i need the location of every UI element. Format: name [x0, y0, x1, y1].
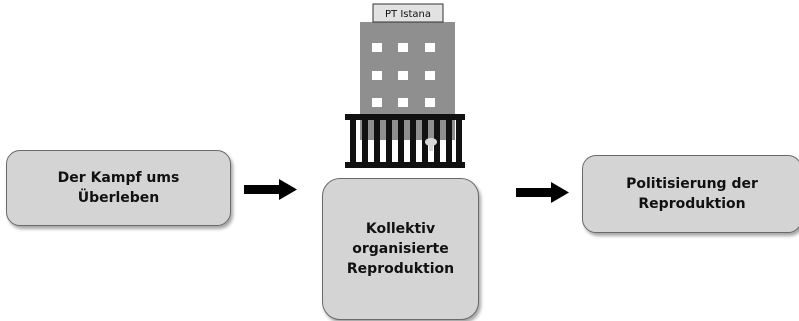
box-left-label: Der Kampf ums Überleben — [57, 170, 180, 206]
arrow-left-to-center — [244, 179, 297, 200]
building-windows — [372, 43, 435, 107]
building-sign — [372, 3, 444, 23]
box-politicization-reproduction: Politisierung der Reproduktion — [582, 155, 799, 233]
box-center-label: Kollektiv organisierte Reproduktion — [346, 221, 455, 277]
box-struggle-for-survival: Der Kampf ums Überleben — [6, 150, 231, 226]
building-sign-label: PT Istana — [385, 9, 431, 20]
building-icon: PT Istana — [345, 3, 465, 168]
arrow-center-to-right — [516, 182, 569, 203]
box-right-label: Politisierung der Reproduktion — [626, 176, 758, 212]
fence — [345, 114, 465, 168]
box-collective-reproduction: Kollektiv organisierte Reproduktion — [322, 178, 479, 320]
lamp-icon — [425, 138, 437, 146]
